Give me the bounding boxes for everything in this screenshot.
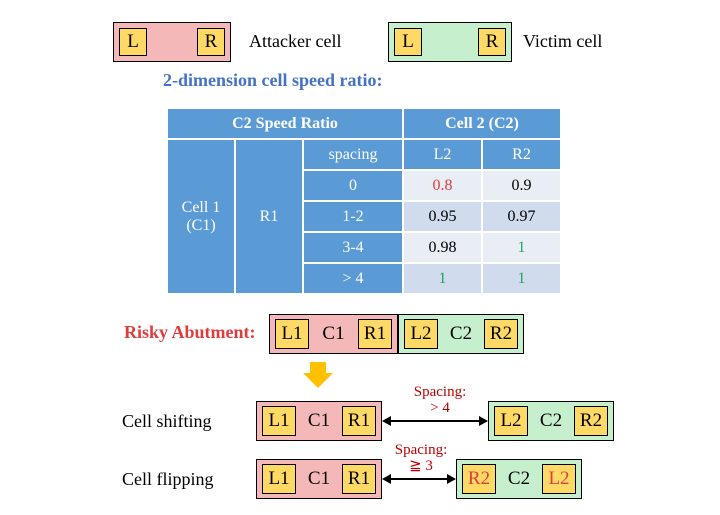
l2-value: 0.8 <box>402 169 483 202</box>
r2-value: 0.97 <box>481 200 562 233</box>
table-row: 3-4 0.98 1 <box>167 231 562 264</box>
table-row: 0 0.8 0.9 <box>167 169 562 202</box>
shift-c2-right-pin: R2 <box>574 406 608 436</box>
flip-c2-right-pin: L2 <box>542 464 576 494</box>
flip-c1-right-pin: R1 <box>342 464 376 494</box>
risky-c1-name: C1 <box>322 323 345 344</box>
shift-c2-name: C2 <box>539 410 563 431</box>
flip-c1-cell: L1 C1 R1 <box>256 459 382 499</box>
spacing-value: 1-2 <box>302 200 404 233</box>
spacing-value: > 4 <box>302 262 404 295</box>
table-title: 2-dimension cell speed ratio: <box>163 70 383 90</box>
shift-c1-right-pin: R1 <box>342 406 376 436</box>
shift-double-arrow-icon <box>382 416 488 426</box>
shift-spacing-line2: > 4 <box>430 400 450 416</box>
r2-value: 1 <box>481 262 562 295</box>
shift-c2-cell: L2 C2 R2 <box>488 401 614 441</box>
attacker-cell-legend: L R <box>113 22 231 62</box>
flip-c2-left-pin: R2 <box>462 464 496 494</box>
spacing-value: 0 <box>302 169 404 202</box>
l2-value: 1 <box>402 262 483 295</box>
risky-c2-left-pin: L2 <box>404 319 438 349</box>
flip-c2-cell: R2 C2 L2 <box>456 459 582 499</box>
flip-c1-name: C1 <box>307 468 331 489</box>
risky-c2-name: C2 <box>449 323 473 344</box>
speed-ratio-table: C2 Speed Ratio Cell 2 (C2) Cell 1 (C1) R… <box>166 107 562 295</box>
r2-value: 0.9 <box>481 169 562 202</box>
risky-c2-right-pin: R2 <box>484 319 518 349</box>
cell1-line1: Cell 1 <box>181 198 221 216</box>
victim-cell-legend: L R <box>388 22 512 62</box>
victim-right-pin: R <box>478 28 506 56</box>
risky-c1-right-pin: R1 <box>358 319 392 349</box>
shift-c2-left-pin: L2 <box>494 406 528 436</box>
col-l2-header: L2 <box>402 138 483 171</box>
spacing-value: 3-4 <box>302 231 404 264</box>
l2-value: 0.98 <box>402 231 483 264</box>
flip-spacing-line2: ≧ 3 <box>409 458 433 474</box>
l2-value: 0.95 <box>402 200 483 233</box>
shift-c1-name: C1 <box>307 410 331 431</box>
table-row: > 4 1 1 <box>167 262 562 295</box>
shift-spacing-label: Spacing: > 4 <box>400 384 480 416</box>
victim-left-pin: L <box>394 28 422 56</box>
spacing-header: spacing <box>302 138 404 171</box>
shift-c1-cell: L1 C1 R1 <box>256 401 382 441</box>
risky-c1-left-pin: L1 <box>275 319 309 349</box>
flip-spacing-line1: Spacing: <box>394 442 448 458</box>
r2-value: 1 <box>481 231 562 264</box>
shift-c1-left-pin: L1 <box>262 406 296 436</box>
header-c2-speed-ratio: C2 Speed Ratio <box>166 107 404 140</box>
col-r2-header: R2 <box>481 138 562 171</box>
attacker-right-pin: R <box>197 28 225 56</box>
flip-c2-name: C2 <box>507 468 531 489</box>
victim-cell-label: Victim cell <box>523 31 603 51</box>
attacker-cell-label: Attacker cell <box>249 31 342 51</box>
table-row: 1-2 0.95 0.97 <box>167 200 562 233</box>
cell1-header: Cell 1 (C1) <box>166 138 236 295</box>
r1-header: R1 <box>234 138 304 295</box>
flip-spacing-label: Spacing: ≧ 3 <box>381 442 461 474</box>
flip-double-arrow-icon <box>382 474 456 484</box>
header-cell2: Cell 2 (C2) <box>402 107 562 140</box>
down-arrow-icon <box>303 362 333 388</box>
cell-flipping-label: Cell flipping <box>122 469 214 489</box>
risky-abutment-label: Risky Abutment: <box>124 322 256 342</box>
shift-spacing-line1: Spacing: <box>413 384 467 400</box>
risky-c2-cell: L2 C2 R2 <box>398 314 524 354</box>
cell1-line2: (C1) <box>186 216 216 234</box>
cell-shifting-label: Cell shifting <box>122 411 212 431</box>
attacker-left-pin: L <box>119 28 147 56</box>
risky-c1-cell: L1 C1 R1 <box>269 314 398 354</box>
flip-c1-left-pin: L1 <box>262 464 296 494</box>
